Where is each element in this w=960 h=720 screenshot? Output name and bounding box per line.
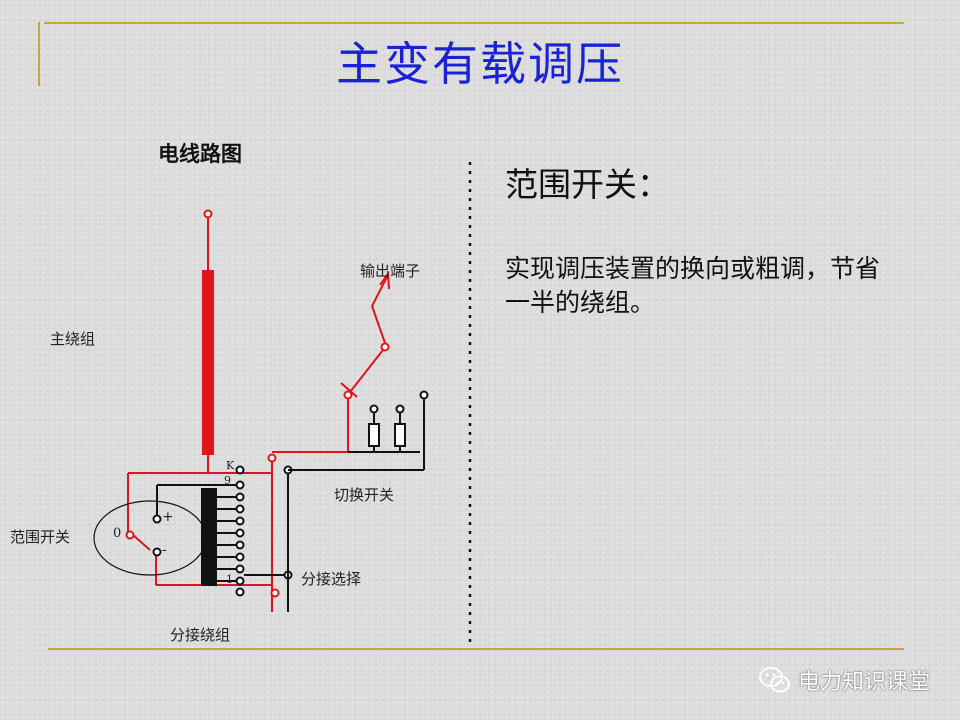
slide-title: 主变有载调压 <box>336 37 624 91</box>
changeover-switch-label: 切换开关 <box>334 486 395 504</box>
watermark-text: 电力知识课堂 <box>797 670 930 695</box>
tap-9-label: 9 <box>224 474 231 487</box>
diagram-title: 电线路图 <box>158 142 242 166</box>
output-terminal-label: 输出端子 <box>360 262 421 280</box>
range-switch-heading: 范围开关： <box>505 165 670 204</box>
main-winding <box>125 209 390 612</box>
wechat-icon <box>758 667 790 693</box>
range-switch-label: 范围开关 <box>10 528 71 546</box>
tap-1-label: 1 <box>226 573 233 586</box>
range-switch-outline <box>93 500 207 576</box>
range-switch-description: 实现调压装置的换向或粗调，节省一半的绕组。 <box>505 254 881 317</box>
k-label: K <box>226 459 235 472</box>
tap-contacts <box>217 465 245 597</box>
top-frame-line <box>44 22 904 24</box>
main-winding-label: 主绕组 <box>50 330 96 348</box>
tap-winding-label: 分接绕组 <box>170 626 231 644</box>
plus-label: + <box>162 509 174 525</box>
watermark: 电力知识课堂 <box>758 664 930 696</box>
tap-wiring <box>152 390 429 612</box>
tap-selector-label: 分接选择 <box>301 570 362 588</box>
bottom-frame-line <box>48 648 904 650</box>
minus-label: - <box>162 542 167 558</box>
left-frame-line <box>38 22 40 86</box>
zero-label: 0 <box>113 526 122 541</box>
